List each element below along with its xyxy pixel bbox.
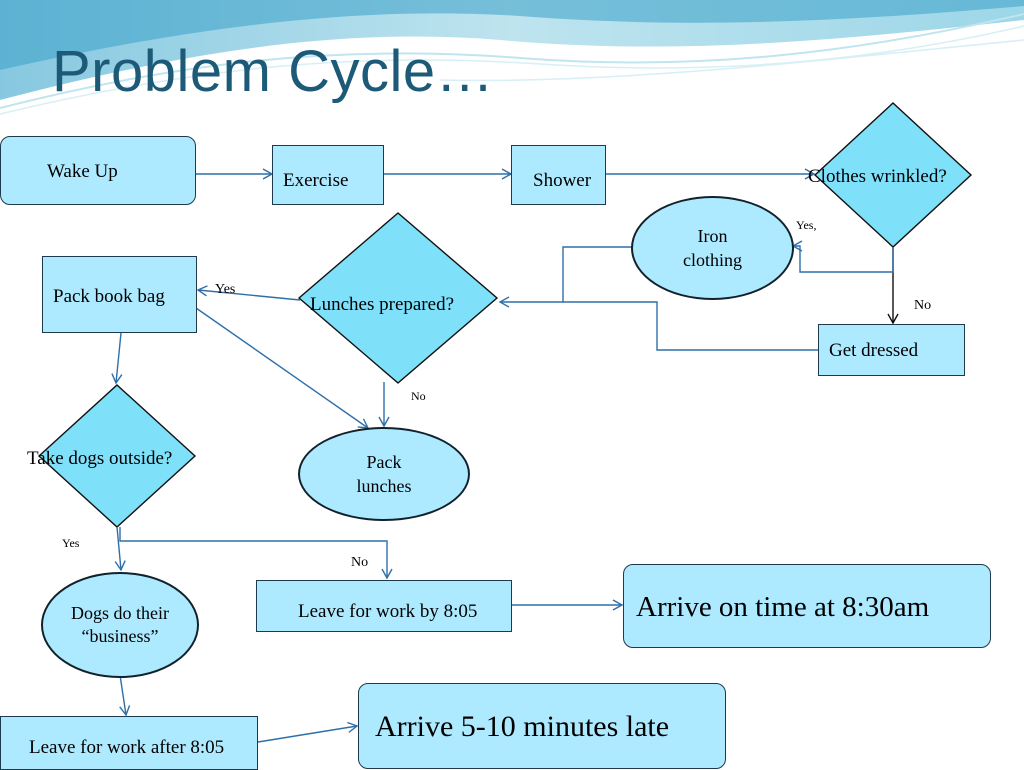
diamond-take-dogs-outside-label: Take dogs outside? <box>27 448 173 469</box>
node-dogs-business-label: Dogs do their “business” <box>71 603 169 646</box>
diamond-clothes-wrinkled-label: Clothes wrinkled? <box>808 166 947 187</box>
node-leave-after-label: Leave for work after 8:05 <box>29 737 225 758</box>
connector-dogs-business <box>114 526 126 572</box>
wave-band <box>0 0 1024 70</box>
node-shower: Shower <box>511 145 606 205</box>
node-pack-lunches-label: Pack lunches <box>356 452 412 496</box>
edge-label-dogs-no: No <box>351 555 369 570</box>
connector-dogs-leaveby <box>119 527 393 580</box>
connector-getdressed-lunches <box>563 301 818 351</box>
node-exercise: Exercise <box>272 145 384 205</box>
node-shower-label: Shower <box>533 170 592 191</box>
slide-title: Problem Cycle… <box>52 39 495 104</box>
node-wake-up: Wake Up <box>0 136 196 205</box>
node-wake-up-label: Wake Up <box>47 161 118 182</box>
connector-lunches-bookbag <box>196 285 301 301</box>
edge-label-lunches-no: No <box>411 389 426 403</box>
diamond-lunches-prepared <box>297 212 499 384</box>
node-get-dressed-label: Get dressed <box>829 340 919 361</box>
node-leave-by-label: Leave for work by 8:05 <box>298 601 478 622</box>
connector-iron-lunches <box>498 246 632 308</box>
node-dogs-business: Dogs do their “business” <box>41 572 199 678</box>
connector-business-leaveafter <box>119 674 131 717</box>
wave-line <box>0 25 1024 115</box>
node-iron-clothing: Iron clothing <box>631 196 794 300</box>
node-pack-lunches: Pack lunches <box>298 427 470 521</box>
edge-label-lunches-yes: Yes <box>215 282 236 297</box>
node-pack-book-bag-label: Pack book bag <box>53 286 165 307</box>
edge-label-dogs-yes: Yes <box>62 536 80 550</box>
wave-line <box>0 13 1024 109</box>
wave-line <box>439 39 1024 82</box>
node-arrive-late: Arrive 5-10 minutes late <box>358 683 726 769</box>
connector-clothes-iron <box>791 240 894 273</box>
node-arrive-late-label: Arrive 5-10 minutes late <box>375 710 670 743</box>
edge-label-clothes-yes: Yes, <box>796 218 817 232</box>
connector-bookbag-packlunches <box>195 307 370 429</box>
wave-band <box>0 0 1024 100</box>
node-leave-after: Leave for work after 8:05 <box>0 716 258 770</box>
connector-bookbag-dogs <box>111 332 123 385</box>
connector-leaveafter-late <box>257 721 359 743</box>
node-arrive-on-time-label: Arrive on time at 8:30am <box>636 591 930 623</box>
node-pack-book-bag: Pack book bag <box>42 256 197 333</box>
node-exercise-label: Exercise <box>283 170 349 191</box>
edge-label-clothes-no: No <box>914 298 932 313</box>
diamond-lunches-prepared-label: Lunches prepared? <box>310 294 455 315</box>
node-arrive-on-time: Arrive on time at 8:30am <box>623 564 991 648</box>
node-leave-by: Leave for work by 8:05 <box>256 580 512 632</box>
node-iron-clothing-label: Iron clothing <box>683 226 742 270</box>
node-get-dressed: Get dressed <box>818 324 965 376</box>
